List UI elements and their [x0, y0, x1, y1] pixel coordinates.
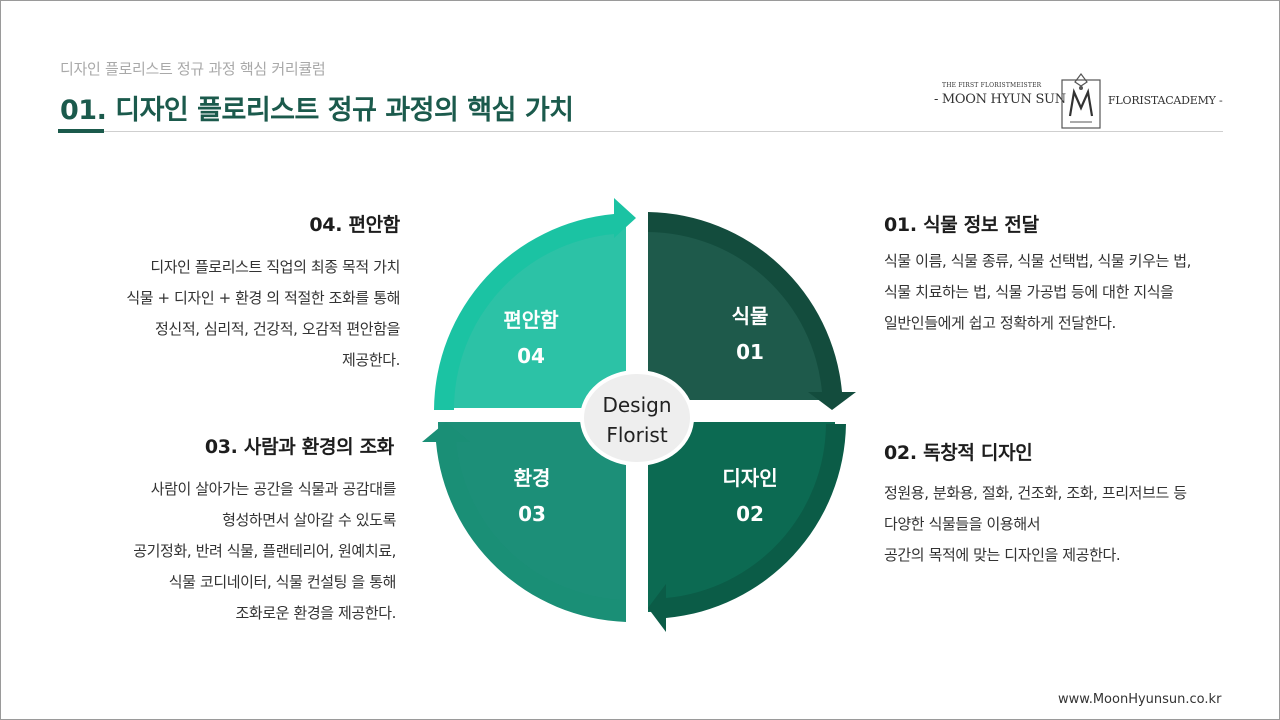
- section-04-line: 정신적, 심리적, 건강적, 오감적 편안함을: [155, 320, 400, 338]
- title-divider: [58, 131, 1223, 132]
- quadrant-label-design: 디자인 02: [700, 460, 800, 532]
- title-accent-bar: [58, 129, 104, 133]
- quadrant-plant-number: 01: [736, 340, 764, 364]
- section-01-title: 01. 식물 정보 전달: [884, 214, 1039, 236]
- quadrant-label-environment: 환경 03: [492, 460, 572, 532]
- section-04-body: 디자인 플로리스트 직업의 최종 목적 가치 식물 + 디자인 + 환경 의 적…: [60, 252, 400, 376]
- section-03-line: 사람이 살아가는 공간을 식물과 공감대를: [150, 480, 397, 498]
- quadrant-plant: [648, 216, 832, 400]
- section-02-line: 정원용, 분화용, 절화, 건조화, 조화, 프리저브드 등: [884, 484, 1187, 502]
- quadrant-comfort-title: 편안함: [503, 308, 559, 332]
- section-02-line: 공간의 목적에 맞는 디자인을 제공한다.: [884, 546, 1121, 564]
- section-03-line: 공기정화, 반려 식물, 플랜테리어, 원예치료,: [133, 542, 396, 560]
- quadrant-label-comfort: 편안함 04: [486, 302, 576, 374]
- section-01-line: 식물 이름, 식물 종류, 식물 선택법, 식물 키우는 법,: [884, 252, 1192, 270]
- section-02-line: 다양한 식물들을 이용해서: [884, 515, 1041, 533]
- monogram-emblem-icon: [1061, 73, 1101, 129]
- quadrant-comfort-number: 04: [517, 344, 545, 368]
- quadrant-environment-title: 환경: [513, 466, 551, 490]
- section-01-line: 식물 치료하는 법, 식물 가공법 등에 대한 지식을: [884, 283, 1174, 301]
- section-03-line: 조화로운 환경을 제공한다.: [235, 604, 396, 622]
- section-03-line: 형성하면서 살아갈 수 있도록: [222, 511, 396, 529]
- section-02-title: 02. 독창적 디자인: [884, 442, 1033, 464]
- section-03-body: 사람이 살아가는 공간을 식물과 공감대를 형성하면서 살아갈 수 있도록 공기…: [60, 474, 396, 629]
- quadrant-fills: [435, 216, 836, 612]
- section-04-line: 식물 + 디자인 + 환경 의 적절한 조화를 통해: [126, 289, 400, 307]
- logo-left-name: - MOON HYUN SUN: [934, 92, 1066, 107]
- quadrant-environment: [437, 422, 626, 612]
- academy-logo: THE FIRST FLORISTMEISTER - MOON HYUN SUN…: [928, 72, 1224, 130]
- page-title: 01. 디자인 플로리스트 정규 과정의 핵심 가치: [60, 95, 574, 126]
- logo-tagline: THE FIRST FLORISTMEISTER: [942, 82, 1042, 89]
- section-03-line: 식물 코디네이터, 식물 컨설팅 을 통해: [168, 573, 397, 591]
- center-line-1: Design: [602, 393, 672, 417]
- quadrant-design-title: 디자인: [722, 466, 778, 490]
- quadrant-design: [648, 422, 836, 612]
- arrow-comfort: [434, 198, 636, 410]
- arrow-design: [648, 424, 846, 632]
- section-04-line: 제공한다.: [342, 351, 400, 369]
- center-label: Design Florist: [584, 382, 690, 464]
- section-01-body: 식물 이름, 식물 종류, 식물 선택법, 식물 키우는 법, 식물 치료하는 …: [884, 246, 1191, 339]
- arrow-plant: [648, 212, 856, 410]
- footer-url[interactable]: www.MoonHyunsun.co.kr: [1058, 692, 1222, 707]
- quadrant-environment-number: 03: [518, 502, 546, 526]
- page-subtitle: 디자인 플로리스트 정규 과정 핵심 커리큘럼: [60, 60, 326, 78]
- arrow-environment: [422, 422, 626, 622]
- cycle-arrows: [422, 198, 856, 632]
- center-hub: [580, 370, 694, 466]
- center-line-2: Florist: [606, 423, 668, 447]
- logo-right-name: FLORISTACADEMY -: [1108, 94, 1223, 107]
- section-03-title: 03. 사람과 환경의 조화: [204, 436, 394, 458]
- section-01-line: 일반인들에게 쉽고 정확하게 전달한다.: [884, 314, 1116, 332]
- quadrant-plant-title: 식물: [731, 304, 769, 328]
- section-02-body: 정원용, 분화용, 절화, 건조화, 조화, 프리저브드 등 다양한 식물들을 …: [884, 478, 1187, 571]
- quadrant-comfort: [435, 217, 626, 408]
- section-04-title: 04. 편안함: [309, 214, 400, 236]
- quadrant-design-number: 02: [736, 502, 764, 526]
- section-04-line: 디자인 플로리스트 직업의 최종 목적 가치: [150, 258, 400, 276]
- quadrant-label-plant: 식물 01: [710, 298, 790, 370]
